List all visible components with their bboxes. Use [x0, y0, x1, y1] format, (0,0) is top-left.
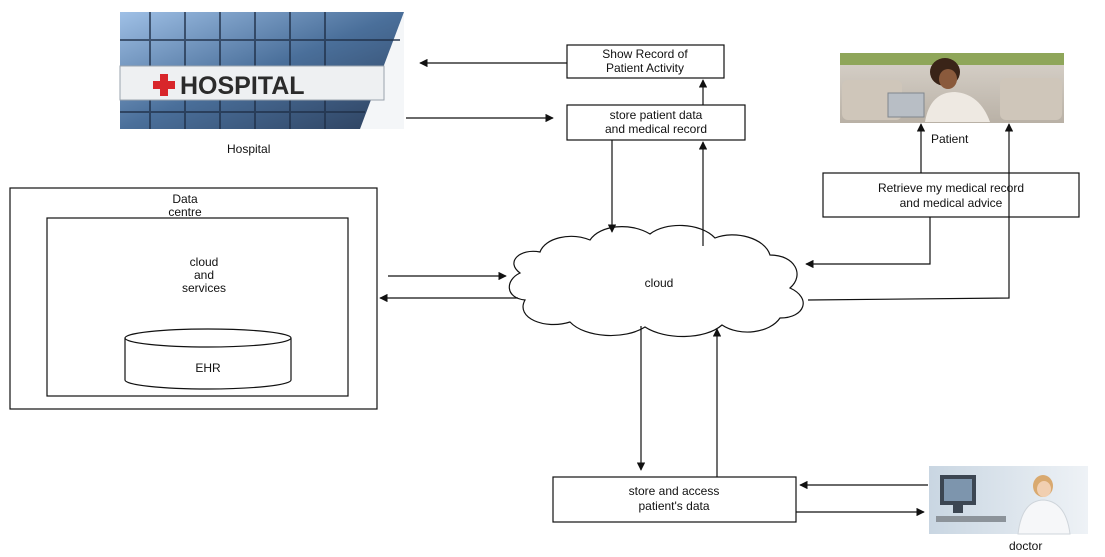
retrieve-line2: and medical advice [900, 196, 1003, 210]
patient-caption: Patient [931, 132, 969, 146]
cloud-label: cloud [645, 276, 674, 290]
data-centre-label-line1: Data [172, 192, 198, 206]
cloud-services-line3: services [182, 281, 226, 295]
arrow-retrieve-to-cloud [805, 217, 931, 269]
arrow-cloud-to-patient [807, 123, 1014, 301]
show-record-box: Show Record of Patient Activity [566, 44, 725, 79]
ehr-label: EHR [195, 361, 221, 375]
doctor-caption: doctor [1009, 539, 1042, 552]
store-patient-line1: store patient data [610, 108, 703, 122]
cloud-services-line2: and [194, 268, 214, 282]
store-access-box: store and access patient's data [552, 476, 797, 523]
doctor-image [929, 466, 1088, 535]
store-access-line1: store and access [629, 484, 720, 498]
show-record-line2: Patient Activity [606, 61, 684, 75]
store-patient-data-box: store patient data and medical record [566, 104, 746, 141]
cloud-services-box [46, 217, 349, 397]
data-centre-label-line2: centre [168, 205, 202, 219]
hospital-cross-icon [153, 74, 175, 96]
patient-image [840, 53, 1064, 123]
cloud-services-line1: cloud [190, 255, 219, 269]
hospital-image: HOSPITAL [119, 12, 404, 129]
ehr-database [124, 328, 292, 390]
hospital-sign-text: HOSPITAL [180, 72, 305, 100]
hospital-caption: Hospital [227, 142, 270, 156]
cloud-shape [508, 224, 804, 338]
retrieve-record-box: Retrieve my medical record and medical a… [822, 172, 1080, 218]
show-record-line1: Show Record of [602, 47, 688, 61]
store-access-line2: patient's data [638, 499, 709, 513]
store-patient-line2: and medical record [605, 122, 707, 136]
data-centre-box [9, 187, 378, 410]
retrieve-line1: Retrieve my medical record [878, 181, 1024, 195]
